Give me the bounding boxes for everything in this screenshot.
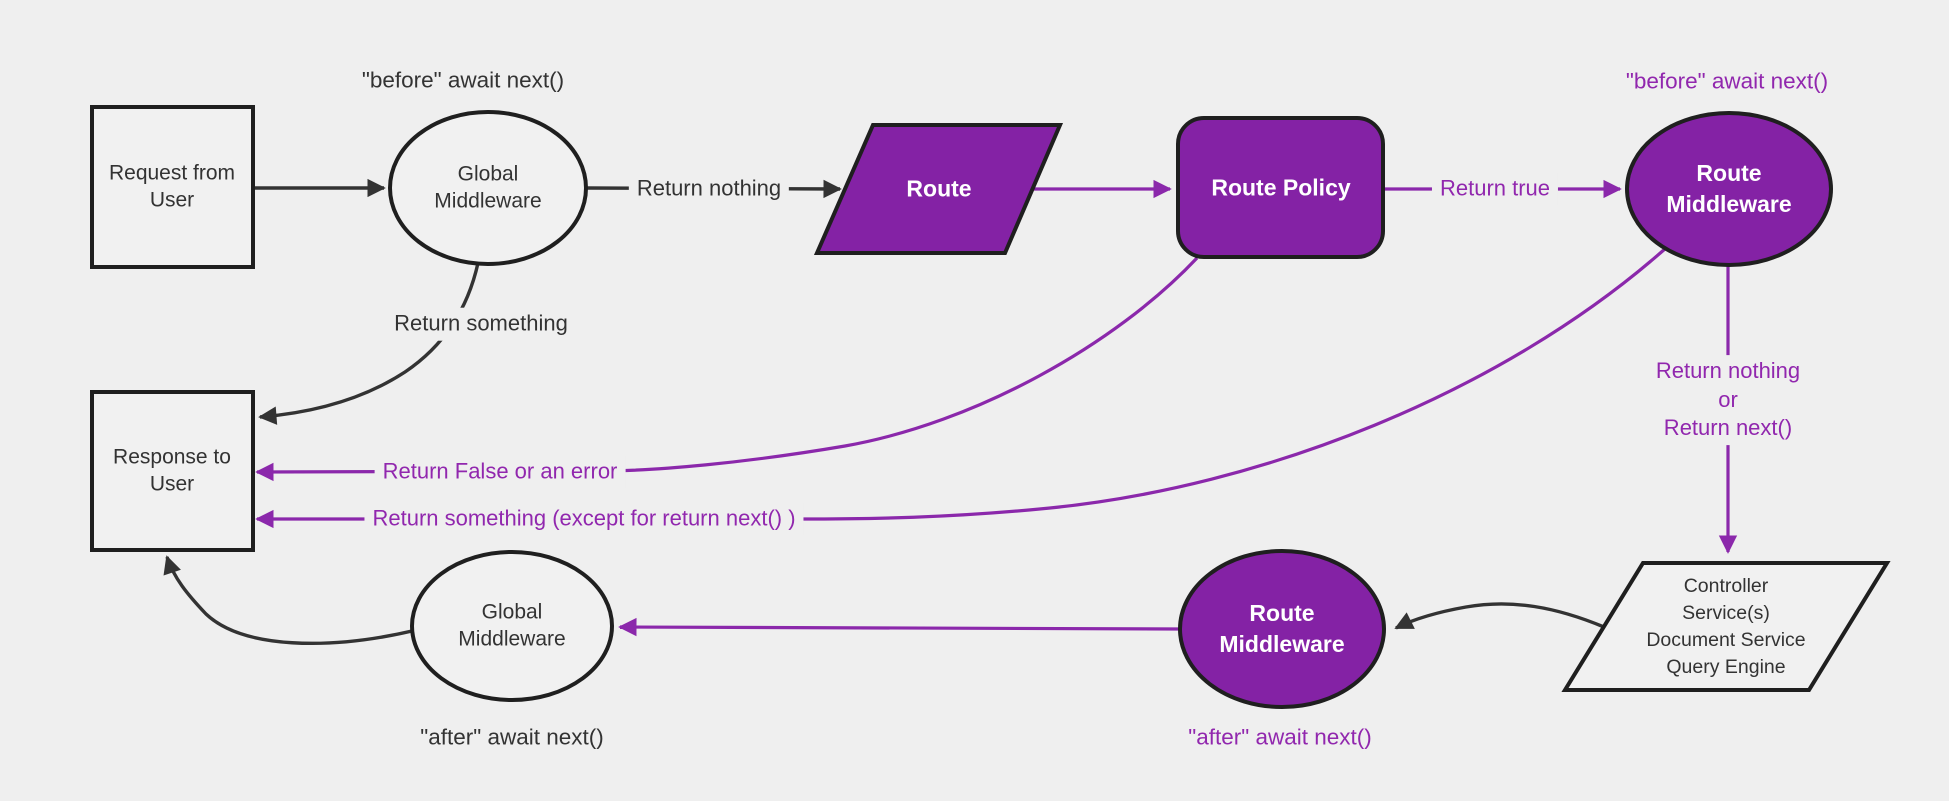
edge-route-policy-to-response bbox=[255, 256, 1199, 482]
before-await-next-global-label: "before" await next() bbox=[361, 67, 565, 93]
global-middleware-top-label: Global Middleware bbox=[434, 162, 542, 213]
return-something-except-label: Return something (except for return next… bbox=[364, 502, 804, 536]
edge-route-middleware-to-global-middleware bbox=[618, 617, 1181, 637]
return-nothing-or-next-label: Return nothing or Return next() bbox=[1647, 355, 1809, 445]
request-node bbox=[90, 105, 255, 269]
edge-route-middleware-to-response bbox=[255, 246, 1668, 529]
route-middleware-bottom-label: Route Middleware bbox=[1219, 599, 1345, 657]
return-nothing-label: Return nothing bbox=[628, 172, 790, 206]
edge-controller-to-route-middleware bbox=[1394, 602, 1605, 630]
global-middleware-bottom-node bbox=[410, 550, 614, 702]
return-false-or-error-label: Return False or an error bbox=[374, 455, 626, 489]
response-node-label: Response to User bbox=[113, 445, 231, 496]
edge-global-middleware-to-response-top bbox=[258, 262, 480, 425]
response-node bbox=[90, 390, 255, 552]
after-await-next-route-label: "after" await next() bbox=[1188, 724, 1372, 750]
route-node bbox=[813, 123, 1064, 255]
edge-global-middleware-to-response-bottom bbox=[163, 555, 413, 646]
route-node-label: Route bbox=[906, 175, 972, 202]
route-middleware-top-node bbox=[1625, 111, 1833, 267]
request-node-label: Request from User bbox=[108, 161, 236, 212]
global-middleware-bottom-label: Global Middleware bbox=[458, 600, 566, 651]
global-middleware-top-node bbox=[388, 110, 588, 266]
route-middleware-bottom-node bbox=[1178, 549, 1386, 709]
route-policy-label: Route Policy bbox=[1211, 174, 1351, 201]
route-middleware-top-label: Route Middleware bbox=[1666, 159, 1792, 217]
route-policy-node bbox=[1176, 116, 1385, 259]
controller-node bbox=[1561, 561, 1891, 692]
before-await-next-route-label: "before" await next() bbox=[1625, 68, 1829, 94]
after-await-next-global-label: "after" await next() bbox=[420, 724, 604, 750]
controller-node-label: Controller Service(s) Document Service Q… bbox=[1646, 575, 1806, 678]
return-something-label: Return something bbox=[386, 307, 576, 341]
return-true-label: Return true bbox=[1431, 172, 1559, 206]
